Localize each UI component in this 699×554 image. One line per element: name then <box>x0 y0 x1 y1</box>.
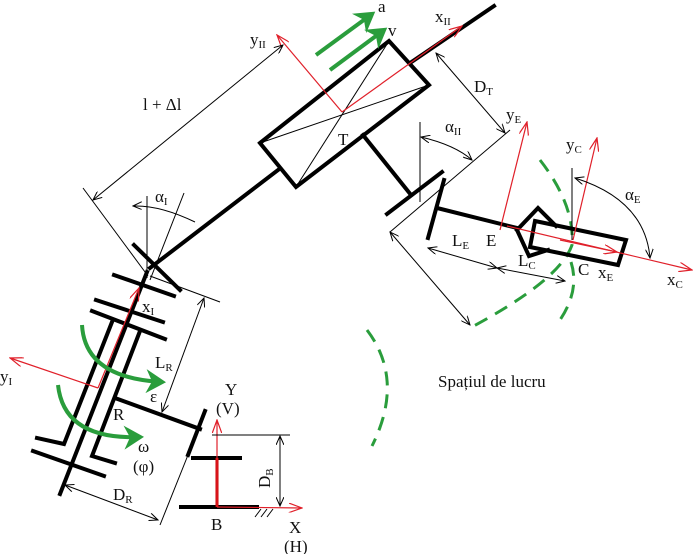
label-V: (V) <box>216 399 240 418</box>
DB-dimension <box>212 434 290 506</box>
right-dimensions <box>390 53 650 325</box>
label-R: R <box>113 405 125 424</box>
y-II-axis <box>277 35 343 113</box>
LR-dimension <box>149 275 221 412</box>
label-L-C: LC <box>518 251 536 272</box>
label-D-B: DB <box>255 468 276 488</box>
label-B: B <box>211 515 222 534</box>
x-II-axis <box>341 26 462 113</box>
epsilon-rotation-arrow <box>80 324 166 394</box>
workspace-label: Spațiul de lucru <box>438 372 546 391</box>
label-D-T: DT <box>474 77 493 98</box>
rotational-joint <box>30 269 208 497</box>
label-v: v <box>388 21 397 40</box>
label-alpha-II: αII <box>445 117 462 138</box>
omega-rotation-arrow <box>56 384 144 450</box>
label-y-E: yE <box>506 105 522 126</box>
label-D-R: DR <box>113 485 133 506</box>
label-E: E <box>486 231 496 250</box>
label-x-E: xE <box>598 263 614 284</box>
label-y-II: yII <box>250 30 266 51</box>
acceleration-arrow <box>314 11 376 57</box>
label-phi: (φ) <box>133 457 154 476</box>
x-I-axis <box>97 288 139 389</box>
label-x-I: xI <box>142 297 155 318</box>
y-I-axis <box>10 358 99 389</box>
label-H: (H) <box>284 537 308 554</box>
label-C: C <box>578 260 589 279</box>
label-T: T <box>338 130 349 149</box>
label-x-C: xC <box>667 270 683 291</box>
label-y-I: yI <box>0 367 13 388</box>
label-L-R: LR <box>155 353 173 374</box>
label-X: X <box>289 518 301 537</box>
prismatic-arm <box>147 3 497 271</box>
DR-dimension <box>65 454 189 526</box>
y-E-axis <box>499 122 527 231</box>
label-alpha-I: αI <box>155 187 168 208</box>
label-alpha-E: αE <box>625 185 641 206</box>
label-x-II: xII <box>435 7 451 28</box>
label-y-C: yC <box>566 135 582 156</box>
X-axis <box>216 507 302 508</box>
label-L-E: LE <box>452 231 469 252</box>
velocity-arrow <box>328 27 388 72</box>
joint-II-and-gripper <box>360 132 629 268</box>
label-l-plus-delta-l: l + Δl <box>143 95 182 114</box>
joint-I-plate <box>131 242 183 293</box>
label-Y: Y <box>225 380 237 399</box>
label-omega: ω <box>138 437 149 456</box>
label-epsilon: ε <box>150 387 157 406</box>
label-a: a <box>378 0 386 16</box>
workspace-boundary <box>365 159 576 447</box>
